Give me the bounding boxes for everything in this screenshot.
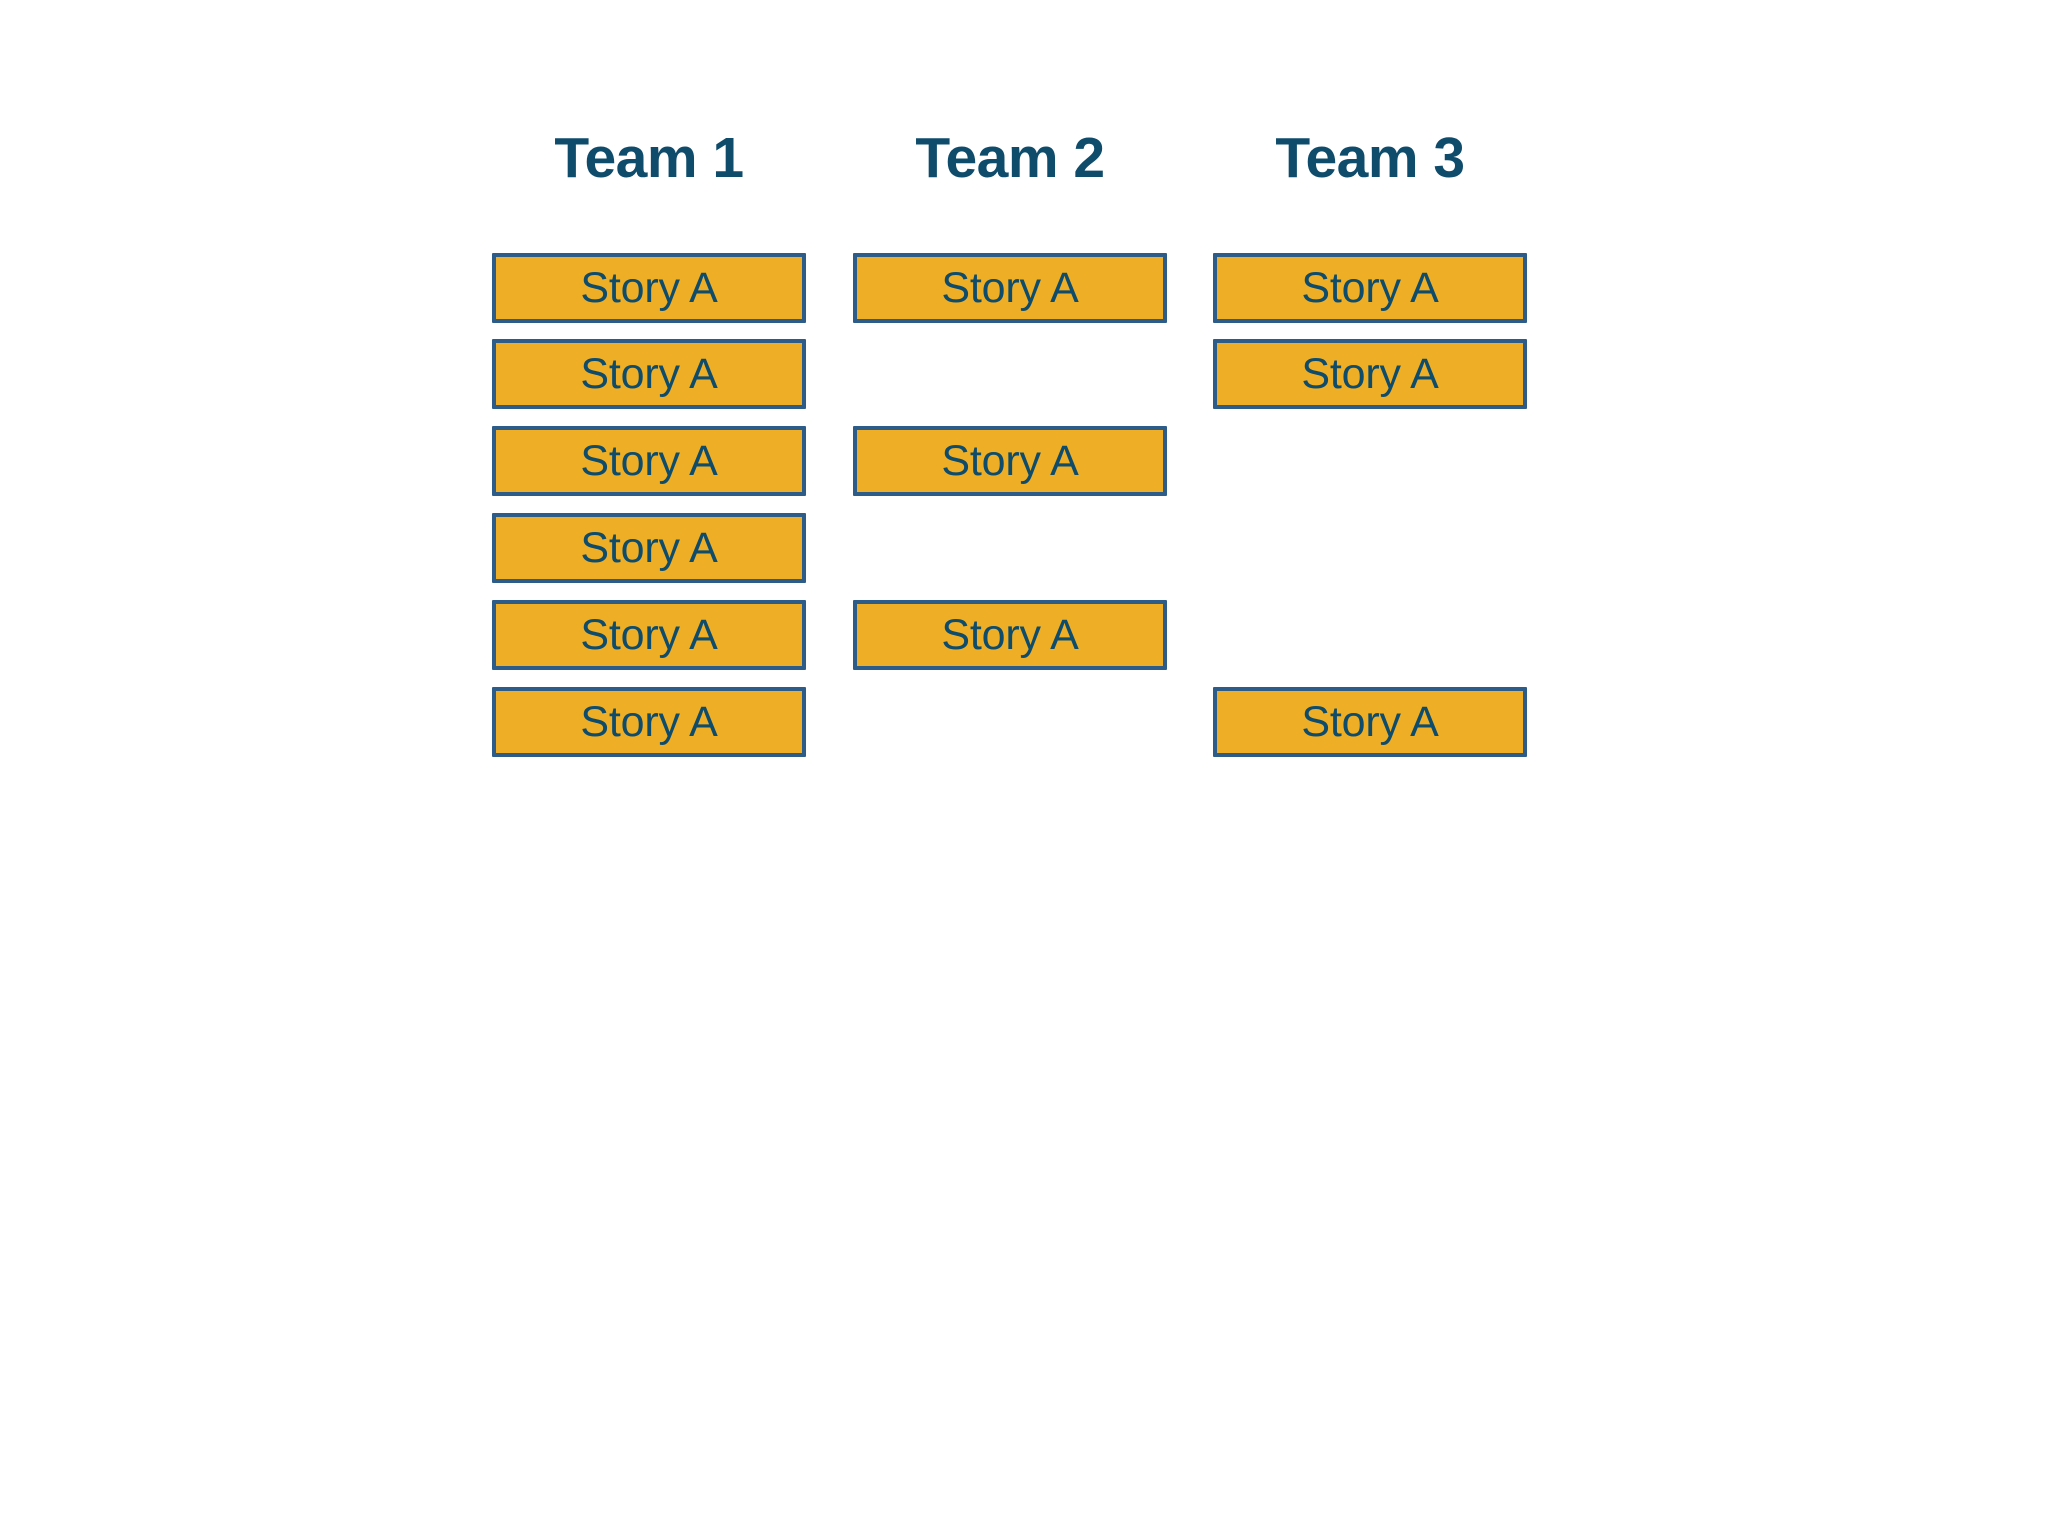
story-card[interactable]: Story A (492, 426, 806, 496)
story-card-label: Story A (580, 437, 718, 485)
story-card-label: Story A (580, 264, 718, 312)
story-slot-empty (853, 687, 1167, 757)
story-card-label: Story A (580, 350, 718, 398)
team-column-1-header: Team 1 (554, 126, 744, 190)
story-card[interactable]: Story A (853, 426, 1167, 496)
empty-slot (853, 513, 1167, 583)
story-slot: Story A (1213, 687, 1527, 757)
story-slot: Story A (853, 426, 1167, 496)
story-slot-empty (1213, 600, 1527, 670)
story-card-label: Story A (580, 611, 718, 659)
story-card-label: Story A (580, 698, 718, 746)
story-card[interactable]: Story A (853, 600, 1167, 670)
story-slot-empty (1213, 426, 1527, 496)
empty-slot (853, 339, 1167, 409)
story-card[interactable]: Story A (492, 600, 806, 670)
story-card-label: Story A (941, 437, 1079, 485)
story-slot: Story A (492, 600, 806, 670)
story-card[interactable]: Story A (492, 339, 806, 409)
team-column-1-slots: Story A Story A Story A Story A (492, 253, 806, 773)
empty-slot (853, 687, 1167, 757)
story-slot: Story A (492, 513, 806, 583)
team-column-2-slots: Story A Story A Story A (853, 253, 1167, 773)
story-slot-empty (853, 339, 1167, 409)
story-card-label: Story A (1301, 350, 1439, 398)
story-card[interactable]: Story A (1213, 253, 1527, 323)
story-card[interactable]: Story A (1213, 339, 1527, 409)
empty-slot (1213, 426, 1527, 496)
story-slot: Story A (492, 253, 806, 323)
story-card-label: Story A (580, 524, 718, 572)
story-card[interactable]: Story A (492, 687, 806, 757)
story-slot: Story A (853, 253, 1167, 323)
story-card-label: Story A (941, 264, 1079, 312)
story-slot: Story A (853, 600, 1167, 670)
team-column-3-slots: Story A Story A Story A (1213, 253, 1527, 773)
empty-slot (1213, 600, 1527, 670)
story-slot: Story A (1213, 253, 1527, 323)
story-card-label: Story A (1301, 698, 1439, 746)
story-slot-empty (853, 513, 1167, 583)
story-slot: Story A (492, 687, 806, 757)
story-slot: Story A (1213, 339, 1527, 409)
team-column-3-header: Team 3 (1275, 126, 1465, 190)
story-slot: Story A (492, 339, 806, 409)
story-card[interactable]: Story A (853, 253, 1167, 323)
story-card-label: Story A (1301, 264, 1439, 312)
story-card[interactable]: Story A (492, 253, 806, 323)
story-slot-empty (1213, 513, 1527, 583)
story-card[interactable]: Story A (492, 513, 806, 583)
empty-slot (1213, 513, 1527, 583)
story-slot: Story A (492, 426, 806, 496)
team-column-2-header: Team 2 (915, 126, 1105, 190)
story-card[interactable]: Story A (1213, 687, 1527, 757)
story-card-label: Story A (941, 611, 1079, 659)
